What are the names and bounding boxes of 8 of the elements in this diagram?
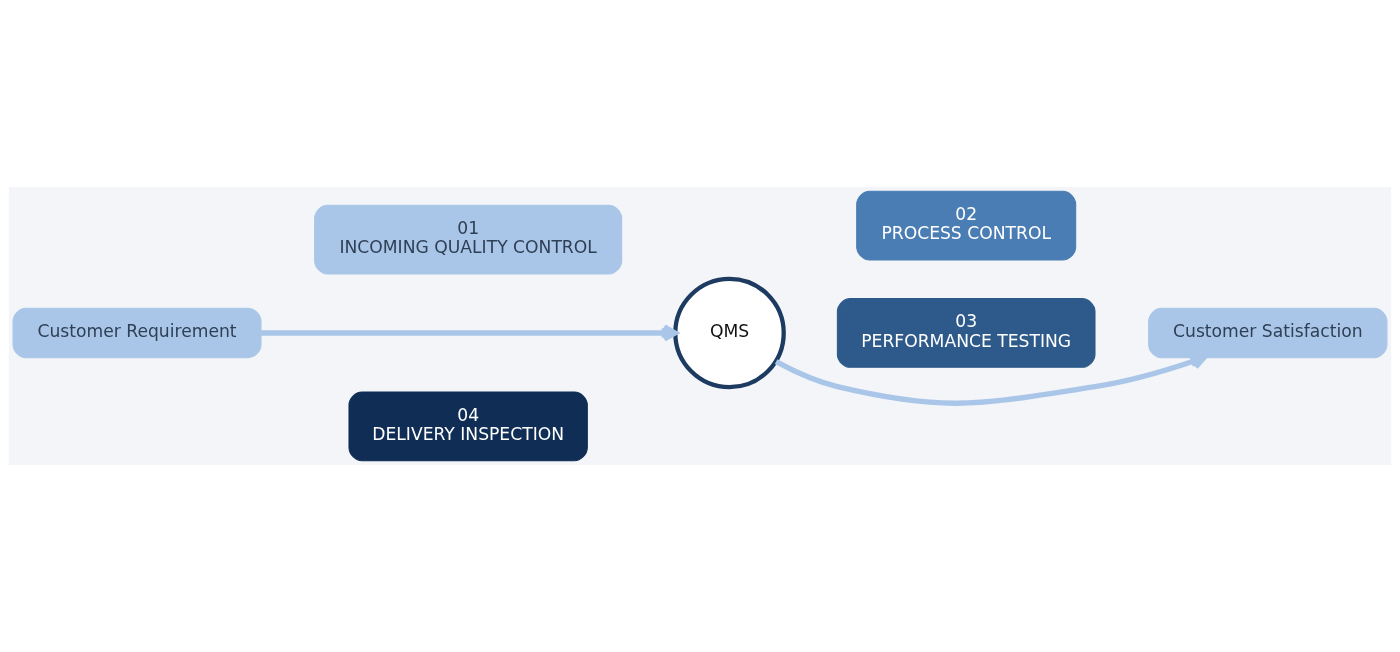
node-box: 03 PERFORMANCE TESTING	[836, 298, 1096, 368]
node-circle: QMS	[673, 276, 786, 390]
node-box: 01 INCOMING QUALITY CONTROL	[314, 204, 623, 275]
node-box: Customer Requirement	[12, 307, 262, 359]
arrow	[261, 324, 678, 342]
node-box: Customer Satisfaction	[1148, 307, 1388, 359]
node-box: 02 PROCESS CONTROL	[856, 190, 1077, 261]
node-box: 04 DELIVERY INSPECTION	[348, 391, 588, 462]
